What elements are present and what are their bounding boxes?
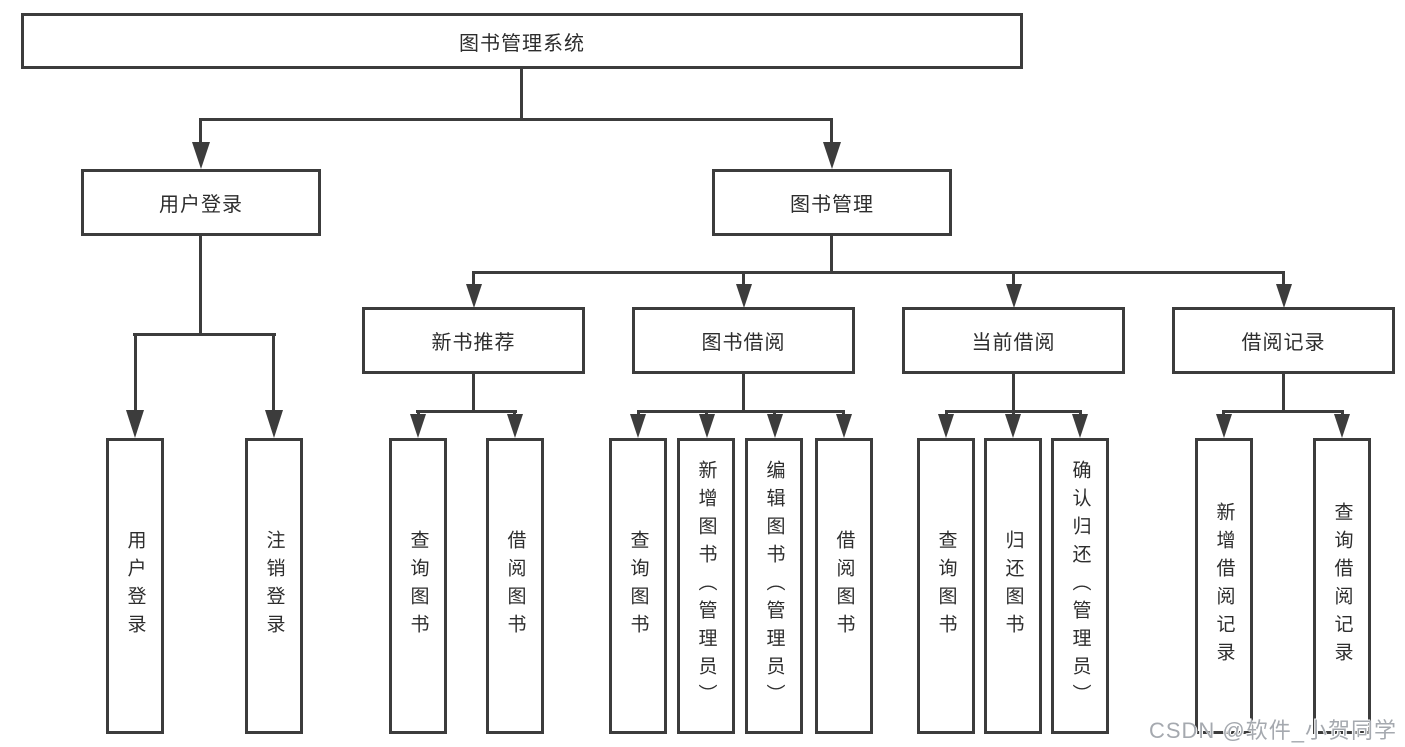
arrow-down-icon — [192, 142, 210, 169]
node-leaf-query-books-2: 查询图书 — [609, 438, 667, 734]
node-user-login-label: 用户登录 — [159, 194, 243, 216]
arrow-down-icon — [1006, 284, 1022, 308]
connector-branch — [416, 410, 517, 413]
node-leaf-add-books-admin: 新增图书（管理员） — [677, 438, 735, 734]
connector-user-login-stem — [199, 236, 202, 335]
leaf-label: 借阅图书 — [504, 530, 526, 642]
arrow-down-icon — [630, 414, 646, 438]
node-leaf-confirm-return-admin: 确认归还（管理员） — [1051, 438, 1109, 734]
arrow-down-icon — [265, 410, 283, 438]
connector-user-login-branch — [133, 333, 276, 336]
leaf-label: 查询借阅记录 — [1331, 502, 1353, 670]
node-borrow-records-label: 借阅记录 — [1241, 332, 1326, 354]
node-leaf-borrow-books-1: 借阅图书 — [486, 438, 544, 734]
arrow-down-icon — [767, 414, 783, 438]
connector-level2-branch — [199, 118, 833, 121]
node-borrow-records: 借阅记录 — [1172, 307, 1395, 374]
node-current-borrow: 当前借阅 — [902, 307, 1125, 374]
arrow-down-icon — [938, 414, 954, 438]
leaf-label: 查询图书 — [627, 530, 649, 642]
leaf-label: 查询图书 — [935, 530, 957, 642]
node-leaf-logout: 注销登录 — [245, 438, 303, 734]
node-leaf-return-books: 归还图书 — [984, 438, 1042, 734]
node-current-borrow-label: 当前借阅 — [971, 332, 1056, 354]
node-leaf-query-books-3: 查询图书 — [917, 438, 975, 734]
node-leaf-query-books-1: 查询图书 — [389, 438, 447, 734]
node-book-borrow-label: 图书借阅 — [701, 332, 786, 354]
node-book-management-label: 图书管理 — [790, 194, 874, 216]
arrow-down-icon — [836, 414, 852, 438]
connector-branch — [1223, 410, 1344, 413]
leaf-label: 注销登录 — [263, 530, 285, 642]
leaf-label: 确认归还（管理员） — [1069, 460, 1091, 712]
leaf-label: 用户登录 — [124, 530, 146, 642]
connector-branch — [637, 410, 845, 413]
arrow-down-icon — [823, 142, 841, 169]
connector-shaft — [742, 271, 745, 287]
connector-shaft — [830, 118, 833, 145]
arrow-down-icon — [126, 410, 144, 438]
leaf-label: 新增借阅记录 — [1213, 502, 1235, 670]
connector-shaft — [199, 118, 202, 145]
node-leaf-add-borrow-record: 新增借阅记录 — [1195, 438, 1253, 734]
leaf-label: 查询图书 — [407, 530, 429, 642]
connector-shaft — [134, 333, 137, 414]
leaf-label: 借阅图书 — [833, 530, 855, 642]
node-new-book-recommend-label: 新书推荐 — [431, 332, 516, 354]
connector-shaft — [1282, 271, 1285, 287]
node-leaf-edit-books-admin: 编辑图书（管理员） — [745, 438, 803, 734]
connector-root-stem — [520, 69, 523, 119]
leaf-label: 归还图书 — [1002, 530, 1024, 642]
connector-stem — [472, 374, 475, 412]
arrow-down-icon — [410, 414, 426, 438]
arrow-down-icon — [699, 414, 715, 438]
arrow-down-icon — [466, 284, 482, 308]
node-leaf-query-borrow-record: 查询借阅记录 — [1313, 438, 1371, 734]
arrow-down-icon — [736, 284, 752, 308]
connector-shaft — [1012, 271, 1015, 287]
node-book-management: 图书管理 — [712, 169, 952, 236]
connector-level3-branch — [472, 271, 1285, 274]
node-user-login: 用户登录 — [81, 169, 321, 236]
arrow-down-icon — [1072, 414, 1088, 438]
node-new-book-recommend: 新书推荐 — [362, 307, 585, 374]
connector-book-mgmt-stem — [830, 236, 833, 274]
arrow-down-icon — [1276, 284, 1292, 308]
leaf-label: 新增图书（管理员） — [695, 460, 717, 712]
connector-stem — [1012, 374, 1015, 412]
node-root: 图书管理系统 — [21, 13, 1023, 69]
connector-stem — [1282, 374, 1285, 412]
arrow-down-icon — [507, 414, 523, 438]
connector-stem — [742, 374, 745, 412]
arrow-down-icon — [1334, 414, 1350, 438]
arrow-down-icon — [1005, 414, 1021, 438]
connector-shaft — [272, 333, 275, 414]
arrow-down-icon — [1216, 414, 1232, 438]
node-leaf-borrow-books-2: 借阅图书 — [815, 438, 873, 734]
node-book-borrow: 图书借阅 — [632, 307, 855, 374]
csdn-watermark: CSDN @软件_小贺同学 — [1148, 718, 1397, 743]
connector-shaft — [472, 271, 475, 287]
leaf-label: 编辑图书（管理员） — [763, 460, 785, 712]
node-root-label: 图书管理系统 — [459, 32, 585, 55]
node-leaf-user-login: 用户登录 — [106, 438, 164, 734]
